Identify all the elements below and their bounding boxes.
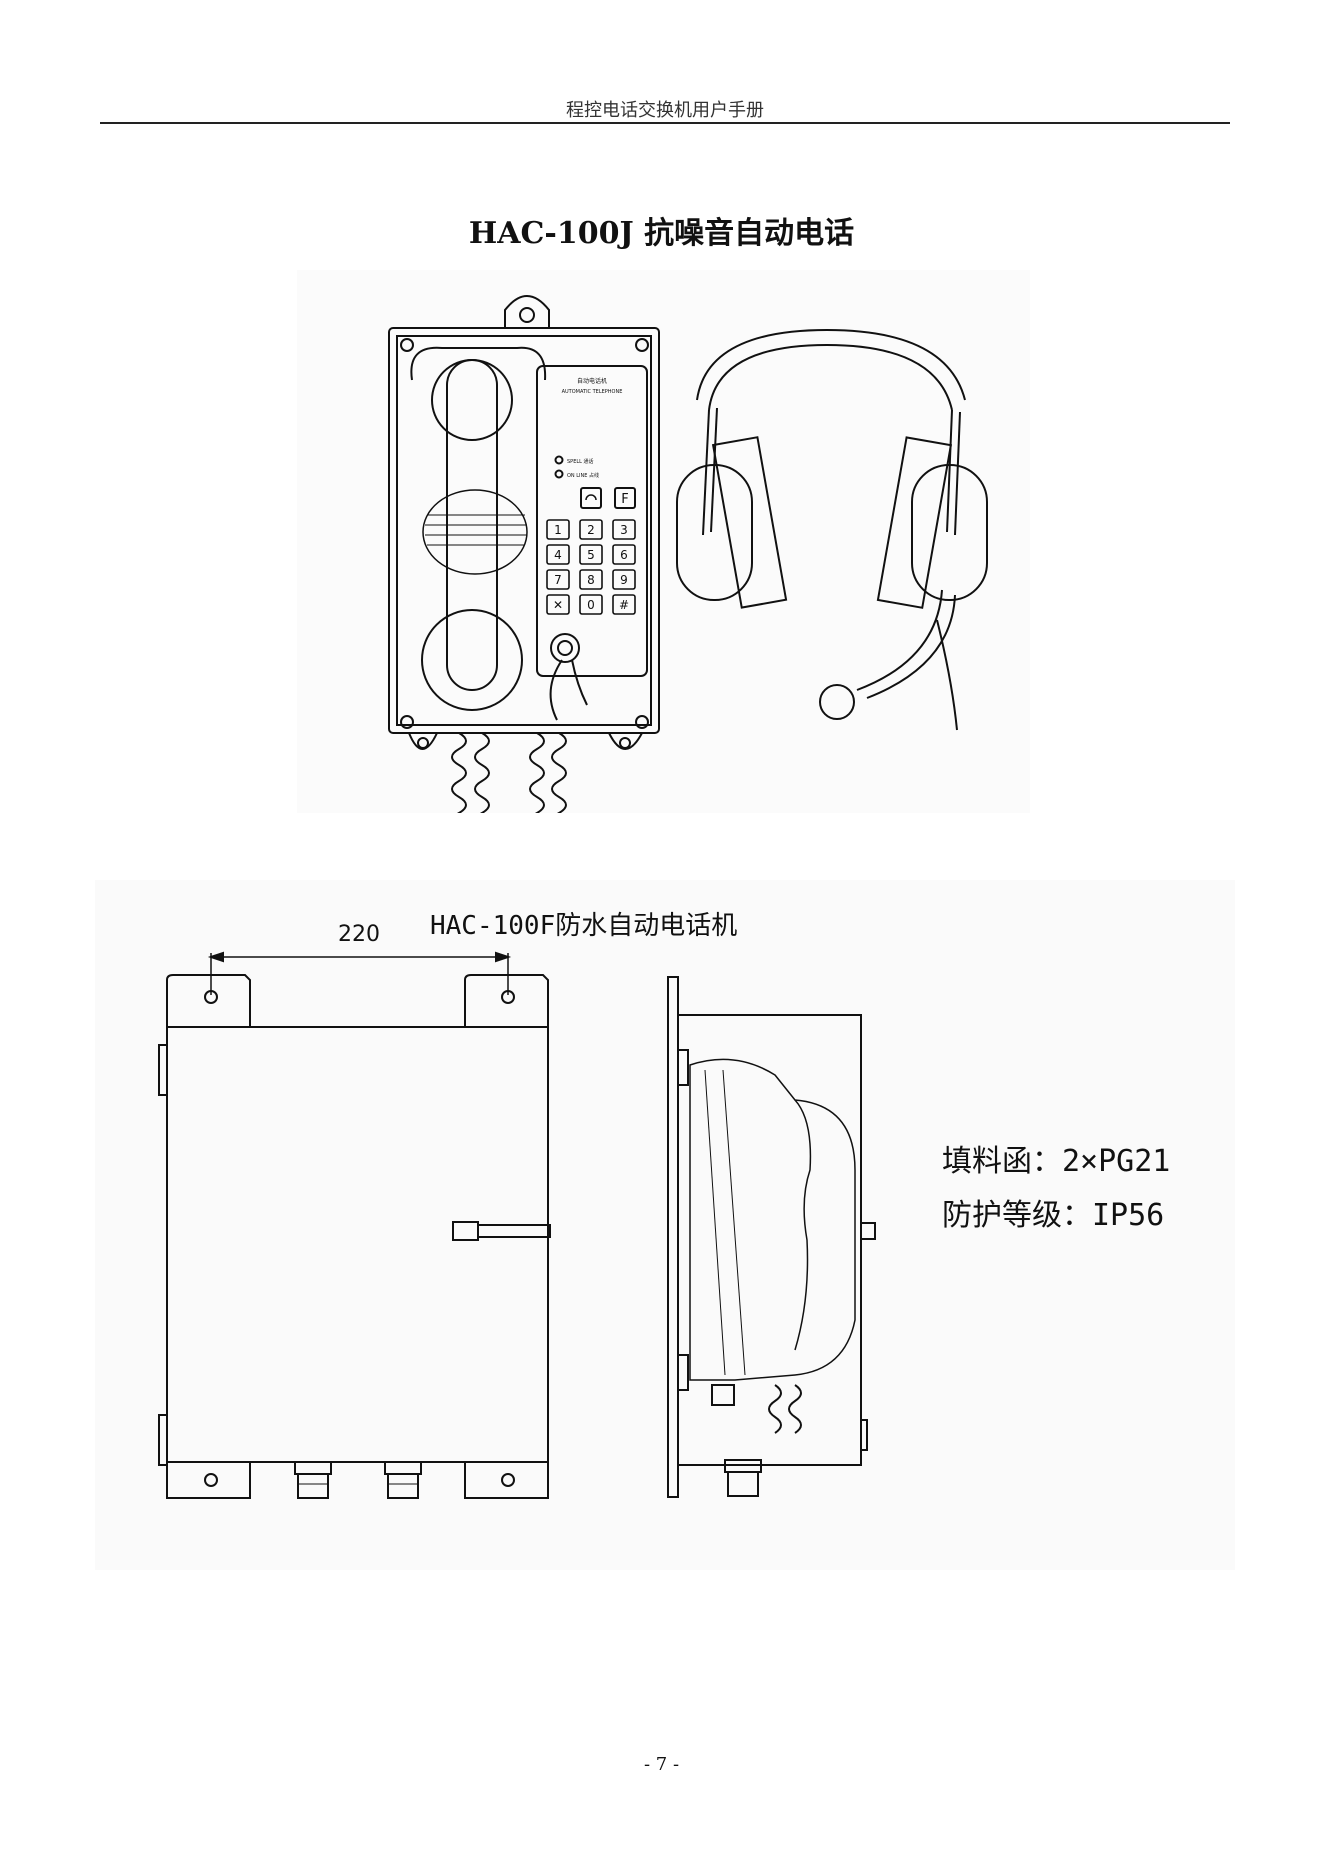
page-header: 程控电话交换机用户手册 xyxy=(566,100,764,121)
keypad-key xyxy=(612,544,636,565)
f-key-label: F xyxy=(621,492,628,507)
hac-100j-figure: 自动电话机 AUTOMATIC TELEPHONE SPELL 通话 ON LI… xyxy=(297,270,1030,830)
keypad-key-label: 1 xyxy=(554,523,562,537)
phone-body xyxy=(388,327,660,734)
keypad-key xyxy=(579,594,603,615)
keypad-key xyxy=(546,594,570,615)
header-rule xyxy=(100,122,1230,124)
page-number: - 7 - xyxy=(643,1754,680,1775)
indicator-online: ON LINE 占线 xyxy=(567,472,599,479)
gland-spec: 填料函：2×PG21 xyxy=(942,1144,1171,1179)
keypad-key-label: 9 xyxy=(620,573,628,587)
hac-100f-figure xyxy=(95,880,1235,1570)
hac-100f-title: HAC-100F防水自动电话机 xyxy=(430,911,738,941)
panel-label-en: AUTOMATIC TELEPHONE xyxy=(562,389,623,395)
keypad-key xyxy=(612,569,636,590)
keypad-key-label: 3 xyxy=(620,523,628,537)
keypad-key-label: 5 xyxy=(587,548,595,562)
panel-label-cn: 自动电话机 xyxy=(577,377,607,385)
indicator-spell: SPELL 通话 xyxy=(567,458,594,465)
redial-key xyxy=(580,487,602,509)
keypad-key xyxy=(546,569,570,590)
protection-rating: 防护等级：IP56 xyxy=(942,1198,1165,1233)
keypad-key xyxy=(579,519,603,540)
f-key xyxy=(614,487,636,509)
keypad-key xyxy=(546,519,570,540)
keypad-key-label: # xyxy=(619,598,629,612)
hac-100j-title: HAC-100J 抗噪音自动电话 xyxy=(468,216,855,251)
keypad-key-label: 7 xyxy=(554,573,562,587)
keypad-key-label: ✕ xyxy=(553,598,563,612)
keypad-key xyxy=(579,544,603,565)
headset-drawing xyxy=(676,328,988,731)
dimension-label: 220 xyxy=(338,922,380,947)
keypad-panel xyxy=(536,365,648,677)
keypad-key xyxy=(612,519,636,540)
keypad-key xyxy=(579,569,603,590)
keypad-key-label: 8 xyxy=(587,573,595,587)
keypad-key-label: 6 xyxy=(620,548,628,562)
keypad-key-label: 0 xyxy=(587,598,595,612)
keypad-key-label: 2 xyxy=(587,523,595,537)
keypad-key-label: 4 xyxy=(554,548,562,562)
keypad-key xyxy=(546,544,570,565)
keypad-key xyxy=(612,594,636,615)
front-enclosure xyxy=(166,1026,549,1463)
